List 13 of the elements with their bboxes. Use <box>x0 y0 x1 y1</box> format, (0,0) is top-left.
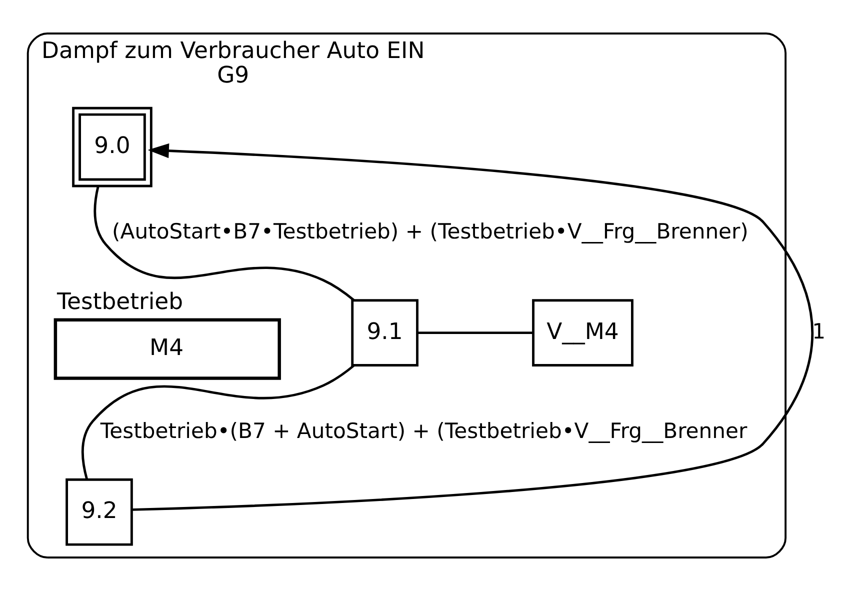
arrow <box>132 142 814 510</box>
node-label: Testbetrieb <box>57 288 184 314</box>
connector <box>417 331 533 334</box>
edge-label: 1 <box>812 318 826 343</box>
edge-label: (AutoStart•B7•Testbetrieb) + (Testbetrieb•V__Frg__Brenner) <box>112 218 748 244</box>
connector <box>94 185 355 301</box>
edge-label: Testbetrieb•(B7 + AutoStart) + (Testbetrieb•V__Frg__Brenner <box>100 418 748 443</box>
node-box: 9.2 <box>66 478 133 546</box>
connector <box>82 364 355 480</box>
node-box: M4 <box>54 318 281 380</box>
node-box: V__M4 <box>532 298 634 366</box>
node-box: 9.0 <box>72 106 152 187</box>
node-box: 9.1 <box>351 298 418 366</box>
